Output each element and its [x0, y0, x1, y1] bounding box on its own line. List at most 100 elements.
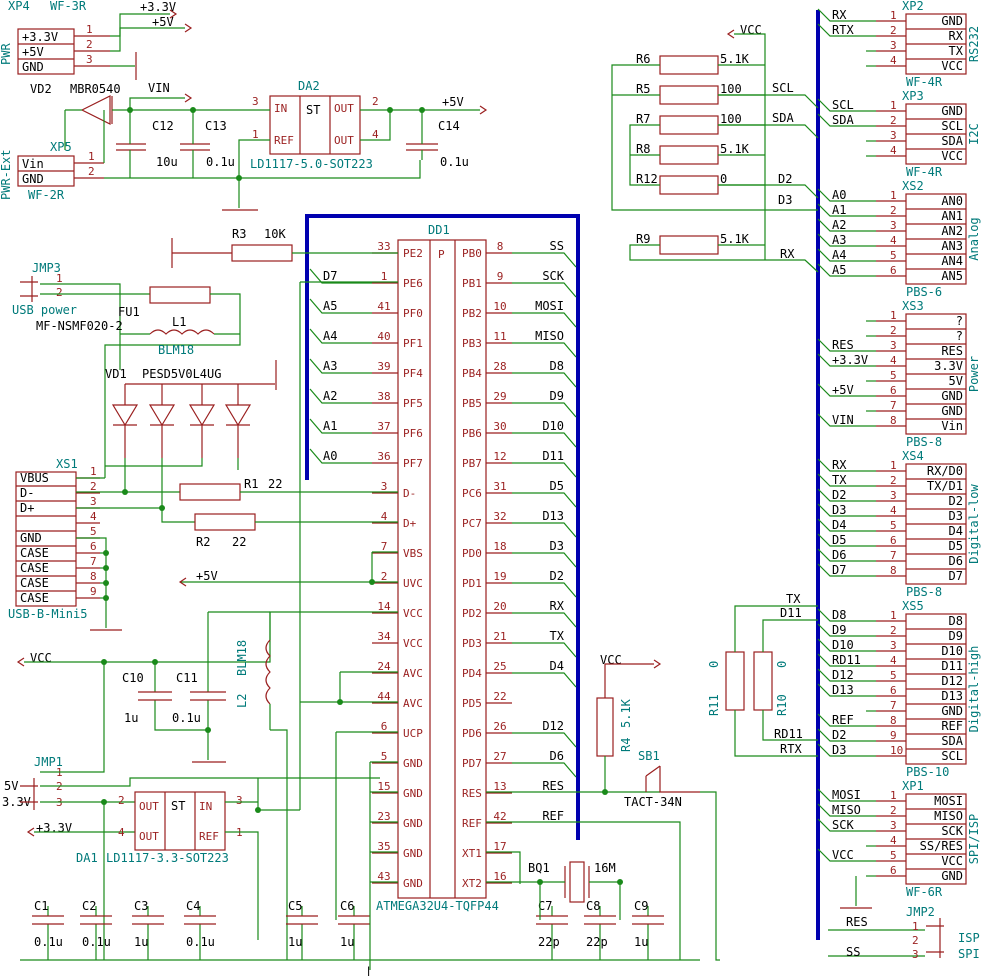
- svg-text:2: 2: [56, 286, 63, 299]
- mcu-right-net-label: RX: [550, 599, 565, 613]
- connector-pin-label: AN1: [941, 209, 963, 223]
- xp5-pin1: Vin: [22, 157, 44, 171]
- mcu-left-pin-num: 38: [377, 390, 390, 403]
- connector-pin-label: VCC: [941, 59, 963, 73]
- connector-pin-label: 5V: [949, 374, 963, 388]
- connector-pin-label: AN0: [941, 194, 963, 208]
- jmp2-label: JMP2: [906, 905, 935, 919]
- xs1-pin-label: CASE: [20, 576, 49, 590]
- lower-3v3-label: +3.3V: [36, 821, 72, 835]
- svg-text:2: 2: [88, 165, 95, 178]
- connector-label: XS3: [902, 299, 924, 313]
- connector-net-label: SDA: [832, 113, 854, 127]
- misc-res: RES: [846, 915, 868, 929]
- xs1-pin-num: 1: [90, 465, 97, 478]
- svg-text:4: 4: [118, 826, 125, 839]
- connector-net-label: +5V: [832, 383, 854, 397]
- mcu-right-net-label: D6: [550, 749, 564, 763]
- mcu-right-pin-num: 8: [497, 240, 504, 253]
- bottom-cap-label: C4: [186, 899, 200, 913]
- connector-pin-num: 5: [890, 849, 897, 862]
- connector-pin-label: MOSI: [934, 794, 963, 808]
- bq1-value: 16M: [594, 861, 616, 875]
- net-3v3-top: +3.3V: [140, 0, 176, 14]
- connector-pin-num: 2: [890, 114, 897, 127]
- mcu-right-net-label: D5: [550, 479, 564, 493]
- connector-label: XS4: [902, 449, 924, 463]
- mcu-right-pin-num: 26: [493, 720, 506, 733]
- r2-label: R2: [196, 535, 210, 549]
- xp4-pin1: +3.3V: [22, 30, 58, 44]
- right-resistor-label: R12: [636, 172, 658, 186]
- mcu-right-pin-num: 27: [493, 750, 506, 763]
- mcu-right-pin-name: REF: [462, 817, 482, 830]
- connector-net-label: A0: [832, 188, 846, 202]
- mcu-right-net-label: RES: [542, 779, 564, 793]
- connector-net-label: A4: [832, 248, 846, 262]
- xs1-pin-label: GND: [20, 531, 42, 545]
- connector-type: PBS-6: [906, 285, 942, 299]
- mcu-left-pin-num: 24: [377, 660, 391, 673]
- connector-pin-num: 4: [890, 54, 897, 67]
- connector-net-label: +3.3V: [832, 353, 868, 367]
- mcu-right-pin-name: PB5: [462, 397, 482, 410]
- mcu-left-net-label: A2: [323, 389, 337, 403]
- mcu-right-net-label: D12: [542, 719, 564, 733]
- right-resistor-label: R9: [636, 232, 650, 246]
- da2-refpin: REF: [274, 134, 294, 147]
- connector-net-label: D2: [832, 488, 846, 502]
- mcu-left-pin-num: 3: [381, 480, 388, 493]
- r3-label: R3: [232, 227, 246, 241]
- connector-pin-num: 6: [890, 864, 897, 877]
- mcu-right-pin-num: 16: [493, 870, 506, 883]
- mcu-right-pin-name: XT1: [462, 847, 482, 860]
- mcu-right-pin-num: 42: [493, 810, 506, 823]
- svg-text:2: 2: [86, 38, 93, 51]
- connector-group: I2C: [967, 123, 981, 145]
- mcu-right-pin-num: 30: [493, 420, 506, 433]
- mcu-right-pin-name: XT2: [462, 877, 482, 890]
- xs1-pin-label: CASE: [20, 561, 49, 575]
- connector-net-label: SCK: [832, 818, 854, 832]
- bottom-cap-value: 1u: [134, 935, 148, 949]
- fu1-part: MF-NSMF020-2: [36, 319, 123, 333]
- connector-pin-num: 2: [890, 804, 897, 817]
- connector-type: WF-4R: [906, 165, 943, 179]
- da2-part: LD1117-5.0-SOT223: [250, 157, 373, 171]
- connector-pin-num: 3: [890, 219, 897, 232]
- connector-net-label: A2: [832, 218, 846, 232]
- connector-pin-label: RES: [941, 344, 963, 358]
- r11-label: R11: [707, 694, 721, 716]
- connector-group: Digital-low: [967, 483, 981, 563]
- mcu-right-pin-num: 20: [493, 600, 506, 613]
- mcu-left-pin-name: VCC: [403, 607, 423, 620]
- mcu-right-pin-name: PB1: [462, 277, 482, 290]
- connector-pin-label: D2: [949, 494, 963, 508]
- mcu-left-pin-name: PF1: [403, 337, 423, 350]
- connector-pin-num: 4: [890, 504, 897, 517]
- connector-pin-num: 6: [890, 684, 897, 697]
- connector-net-label: D3: [832, 503, 846, 517]
- mcu-left-pin-num: 34: [377, 630, 391, 643]
- mcu-left-pin-num: 2: [381, 570, 388, 583]
- mcu-left-pin-name: UCP: [403, 727, 423, 740]
- mcu-right-net-label: SCK: [542, 269, 564, 283]
- connector-group: Power: [967, 356, 981, 392]
- connector-xs5: XS5PBS-10Digital-highD81D8D92D9D103D10D1…: [817, 599, 981, 779]
- mcu-left-pin-num: 23: [377, 810, 390, 823]
- xs1-pin-label: CASE: [20, 591, 49, 605]
- rb-vcc-label: VCC: [740, 23, 762, 37]
- svg-text:2: 2: [118, 794, 125, 807]
- right-resistor-label: R5: [636, 82, 650, 96]
- c13-label: C13: [205, 119, 227, 133]
- connector-pin-label: SCL: [941, 119, 963, 133]
- bottom-cap-label: C3: [134, 899, 148, 913]
- connector-pin-label: SCL: [941, 749, 963, 763]
- mcu-right-net-label: TX: [550, 629, 565, 643]
- usb-5v-label: +5V: [196, 569, 218, 583]
- connector-group: Digital-high: [967, 646, 981, 733]
- bottom-cap-value: 0.1u: [82, 935, 111, 949]
- mcu-right-pin-name: PD1: [462, 577, 482, 590]
